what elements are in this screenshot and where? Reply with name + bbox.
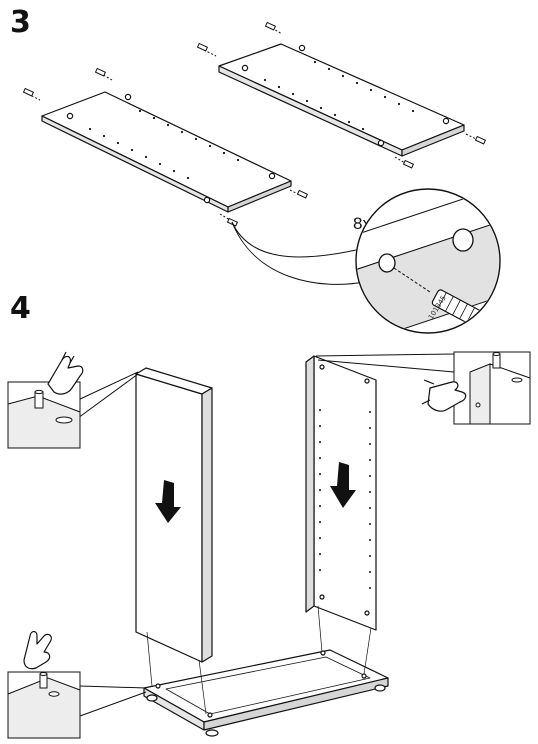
step-number-4: 4 [10, 291, 31, 326]
detail-box-top-left [7, 351, 139, 449]
dowel-icon [34, 389, 44, 409]
down-arrow-icon [330, 462, 356, 508]
step4-base-panel [143, 649, 389, 737]
step3-right-shelf-panel [218, 43, 465, 157]
hand-pointing-icon [47, 351, 84, 395]
magnifier-callout-icon: 101345 [231, 188, 501, 334]
dowel-icon [39, 672, 48, 689]
hand-pointing-icon [23, 630, 52, 670]
step-number-3: 3 [10, 5, 31, 40]
detail-box-bottom-left [7, 630, 147, 739]
detail-box-top-right [315, 351, 531, 425]
down-arrow-icon [155, 480, 181, 523]
dowel-icon [196, 21, 487, 169]
hand-pointing-icon [421, 379, 467, 412]
alignment-guides [146, 605, 372, 715]
dowel-icon [492, 352, 501, 369]
step3-left-shelf-panel [41, 91, 292, 213]
